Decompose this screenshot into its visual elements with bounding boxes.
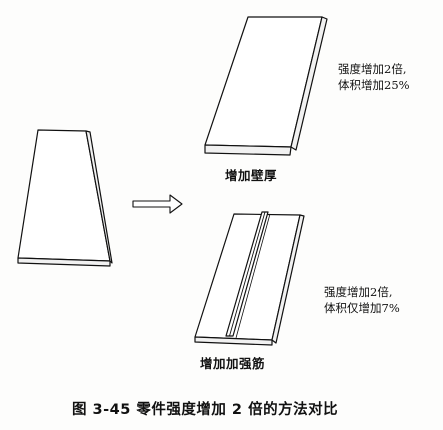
original-plate-front-edge <box>17 257 111 267</box>
ribbed-plate-note: 强度增加2倍, 体积仅增加7% <box>324 284 400 316</box>
thick-plate-note-line2: 体积增加25% <box>338 78 410 92</box>
ribbed-plate-note-line2: 体积仅增加7% <box>324 301 400 315</box>
thick-plate <box>204 16 328 156</box>
ribbed-plate-side-edge <box>271 214 305 344</box>
thick-plate-top-face <box>204 16 323 148</box>
thick-plate-front-edge <box>204 144 292 156</box>
thick-plate-side-edge <box>290 16 328 151</box>
original-plate <box>17 129 113 267</box>
arrow-icon <box>132 194 183 214</box>
ribbed-plate-label: 增加加强筋 <box>200 356 266 371</box>
ribbed-plate <box>194 211 305 346</box>
thick-plate-label: 增加壁厚 <box>225 168 278 183</box>
original-plate-side-edge <box>85 130 113 264</box>
figure-caption: 图 3-45 零件强度增加 2 倍的方法对比 <box>72 402 339 418</box>
transform-arrow <box>132 194 183 214</box>
ribbed-plate-front-edge <box>194 336 273 346</box>
rib-base-line <box>235 213 271 339</box>
rib-ridge-line <box>229 211 266 337</box>
ribbed-plate-note-line1: 强度增加2倍, <box>324 285 393 299</box>
thick-plate-note: 强度增加2倍, 体积增加25% <box>338 61 410 93</box>
original-plate-top-face <box>17 129 111 262</box>
thick-plate-note-line1: 强度增加2倍, <box>338 62 407 76</box>
